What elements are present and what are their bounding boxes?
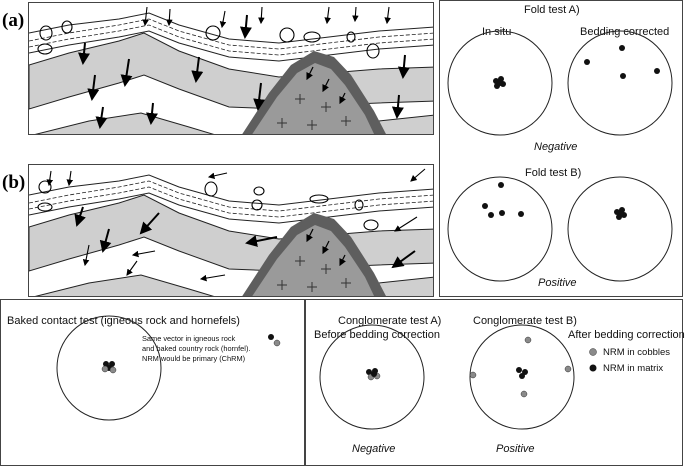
after-bedding-label: After bedding correction — [568, 329, 685, 341]
baked-dot-4 — [101, 365, 109, 373]
baked-legend-line-1: Same vector in igneous rock — [142, 334, 236, 343]
baked-legend-line-3: NRM would be primary (ChRM) — [142, 354, 246, 363]
fold-a-corrected-dot-4 — [620, 73, 626, 79]
fold-test-a-title: Fold test A) — [524, 4, 580, 16]
stereonet-fold-b-in-situ — [447, 176, 553, 282]
baked-legend-dot-black — [268, 334, 274, 340]
legend-cobbles-dot — [589, 348, 597, 356]
baked-legend-dot-gray — [273, 339, 281, 347]
fold-test-b-result: Positive — [538, 277, 577, 289]
fold-test-stereonets — [447, 30, 673, 282]
baked-contact-stereonet — [56, 315, 281, 421]
fold-b-insitu-dot-4 — [518, 211, 524, 217]
conglomerate-b-result: Positive — [496, 443, 535, 455]
fold-test-panel: Fold test A) In situ Bedding corrected N… — [439, 0, 683, 297]
congl-b-cobble-2 — [469, 371, 477, 379]
conglomerate-a-title: Conglomerate test A) — [338, 315, 442, 327]
congl-b-cobble-3 — [564, 365, 572, 373]
congl-b-matrix-3 — [519, 373, 525, 379]
congl-b-matrix-1 — [516, 367, 522, 373]
fold-a-corrected-dot-2 — [584, 59, 590, 65]
baked-contact-panel: Baked contact test (igneous rock and hor… — [0, 299, 305, 466]
congl-b-cobble-4 — [520, 390, 528, 398]
fold-b-corrected-dot-5 — [618, 211, 624, 217]
legend-matrix-dot — [589, 364, 597, 372]
fold-a-insitu-dot-5 — [497, 80, 503, 86]
conglomerate-b-title: Conglomerate test B) — [473, 315, 577, 327]
baked-legend-line-2: and baked country rock (hornfel). — [142, 344, 251, 353]
panel-label-a: (a) — [2, 10, 25, 31]
stereonet-fold-b-corrected — [567, 176, 673, 282]
congl-a-dot-5 — [371, 371, 377, 377]
cross-section-b-drawing — [29, 168, 433, 296]
conglomerate-stereonets — [319, 324, 597, 430]
stereonet-conglomerate-a — [319, 324, 425, 430]
panel-label-b: (b) — [2, 172, 26, 193]
conglomerate-a-result: Negative — [352, 443, 396, 455]
fold-b-insitu-dot-3 — [499, 210, 505, 216]
stereonet-fold-a-corrected — [567, 30, 673, 136]
stereonet-fold-a-in-situ — [447, 30, 553, 136]
baked-contact-title: Baked contact test (igneous rock and hor… — [7, 315, 240, 327]
in-situ-label: In situ — [482, 26, 512, 38]
fold-b-insitu-dot-5 — [488, 212, 494, 218]
cross-section-a — [28, 2, 434, 135]
cross-section-b — [28, 164, 434, 297]
baked-dot-5 — [109, 366, 117, 374]
congl-a-dot-1 — [366, 369, 372, 375]
legend-matrix: NRM in matrix — [603, 363, 664, 374]
fold-a-corrected-dot-3 — [654, 68, 660, 74]
congl-b-cobble-1 — [524, 336, 532, 344]
conglomerate-panel: Conglomerate test A) Before bedding corr… — [305, 299, 685, 466]
fold-b-insitu-dot-1 — [498, 182, 504, 188]
legend-cobbles: NRM in cobbles — [603, 347, 671, 358]
stereonet-baked-contact — [56, 315, 162, 421]
fold-a-corrected-dot-1 — [619, 45, 625, 51]
fold-test-a-result: Negative — [534, 141, 578, 153]
fold-test-b-title: Fold test B) — [525, 167, 582, 179]
bedding-corrected-label: Bedding corrected — [580, 26, 670, 38]
fold-b-insitu-dot-2 — [482, 203, 488, 209]
stereonet-conglomerate-b — [469, 324, 575, 430]
cross-section-a-drawing — [29, 6, 433, 134]
